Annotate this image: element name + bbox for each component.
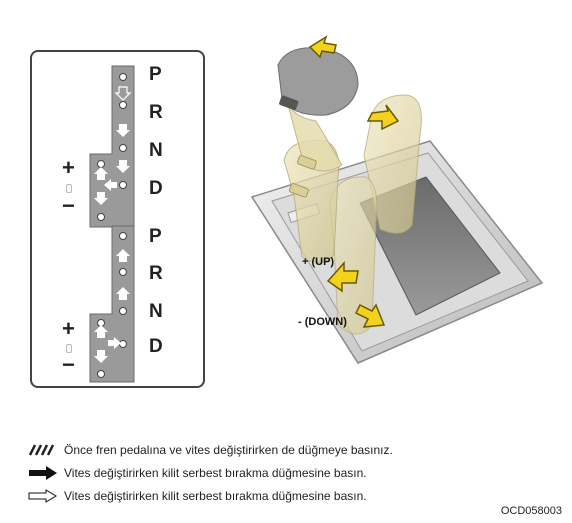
gate-dot: [119, 144, 127, 152]
solid-arrow-icon: [29, 466, 57, 480]
gate-dot: [119, 268, 127, 276]
down-shift-arrow-icon: [354, 303, 386, 328]
gate-dot: [119, 73, 127, 81]
gate-dot: [119, 232, 127, 240]
gate-letter-d: D: [149, 178, 163, 199]
solid-down-arrow-icon: [116, 160, 130, 173]
legend-text: Vites değiştirirken kilit serbest bırakm…: [64, 466, 367, 480]
gate-dot: [97, 370, 105, 378]
gate-dot: [97, 160, 105, 168]
gate-dot: [119, 307, 127, 315]
shift-gate-bottom: [89, 225, 135, 383]
shift-pattern-panel: P R N D + − P R N D + −: [30, 50, 205, 388]
legend-row: Vites değiştirirken kilit serbest bırakm…: [28, 489, 367, 503]
ghost-mark: [66, 184, 72, 193]
up-arrow-icon: [94, 167, 108, 180]
knob-move-arrow-icon: [366, 104, 400, 131]
gear-shifter-drawing: [250, 35, 544, 364]
gate-letter-n: N: [149, 140, 163, 161]
legend-text: Vites değiştirirken kilit serbest bırakm…: [64, 489, 367, 503]
ghost-mark: [66, 344, 72, 353]
gate-dot: [119, 181, 127, 189]
up-callout: + (UP): [302, 256, 335, 268]
gate-letter-d: D: [149, 336, 163, 357]
down-arrow-icon: [94, 192, 108, 205]
minus-label: −: [62, 193, 75, 218]
plus-label: +: [62, 316, 75, 341]
gate-letter-p: P: [149, 226, 162, 247]
gate-dot: [97, 213, 105, 221]
solid-down-arrow-icon: [116, 124, 130, 137]
legend-row: Önce fren pedalına ve vites değiştirirke…: [28, 443, 393, 457]
up-arrow-icon: [94, 325, 108, 338]
minus-label: −: [62, 352, 75, 377]
outline-arrow-icon: [28, 489, 57, 503]
hatched-arrow-icon: [28, 444, 55, 456]
legend-row: Vites değiştirirken kilit serbest bırakm…: [28, 466, 367, 480]
shift-gate-top: [89, 65, 135, 228]
right-arrow-icon: [108, 337, 121, 349]
up-arrow-icon: [116, 249, 130, 262]
shifter-illustration: + (UP) - (DOWN): [230, 25, 570, 395]
solid-left-arrow-icon: [104, 179, 117, 191]
outline-arrow-icon: [114, 86, 132, 101]
gate-letter-n: N: [149, 301, 163, 322]
gate-dot: [119, 101, 127, 109]
gate-letter-r: R: [149, 102, 163, 123]
up-shift-arrow-icon: [326, 261, 359, 293]
gate-dot: [119, 340, 127, 348]
legend-text: Önce fren pedalına ve vites değiştirirke…: [64, 443, 393, 457]
up-arrow-icon: [116, 287, 130, 300]
gate-letter-p: P: [149, 64, 162, 85]
plus-label: +: [62, 155, 75, 180]
gate-letter-r: R: [149, 263, 163, 284]
down-callout: - (DOWN): [298, 316, 347, 328]
down-arrow-icon: [94, 350, 108, 363]
figure-code: OCD058003: [500, 505, 562, 517]
knob-move-arrow-icon: [308, 35, 337, 59]
